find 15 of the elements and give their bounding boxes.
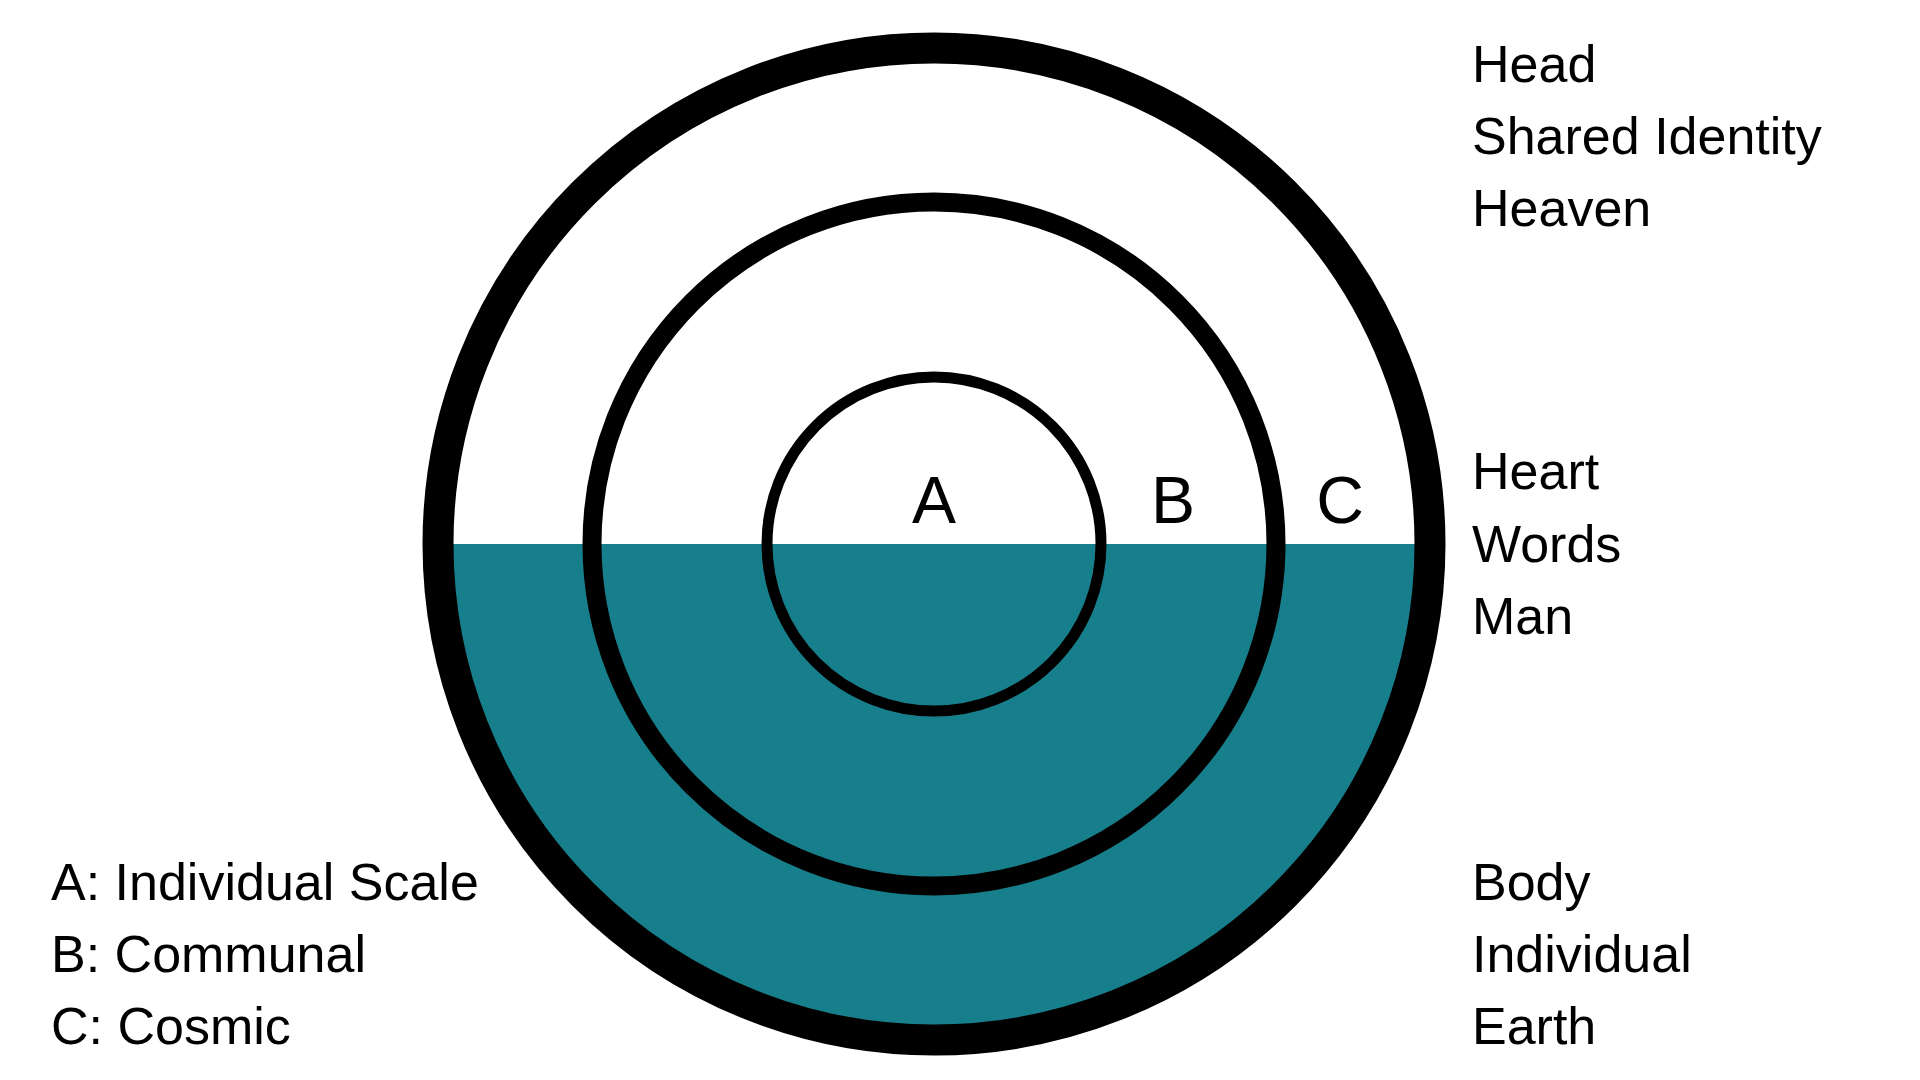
level-label: Earth — [1472, 996, 1597, 1057]
level-label: Shared Identity — [1472, 106, 1822, 167]
level-label: Heart — [1472, 441, 1600, 502]
level-label: Body — [1472, 852, 1591, 913]
level-label: Individual — [1472, 924, 1692, 985]
level-label: Head — [1472, 34, 1597, 95]
key-entry: A: Individual Scale — [51, 852, 479, 913]
key-entry: B: Communal — [51, 924, 366, 985]
key-entry: C: Cosmic — [51, 996, 291, 1057]
level-label: Words — [1472, 514, 1622, 575]
level-label: Man — [1472, 586, 1574, 647]
level-label: Heaven — [1472, 178, 1652, 239]
zone-letter: B — [1151, 467, 1195, 533]
zone-letter: C — [1316, 467, 1364, 533]
zone-letter: A — [912, 467, 956, 533]
